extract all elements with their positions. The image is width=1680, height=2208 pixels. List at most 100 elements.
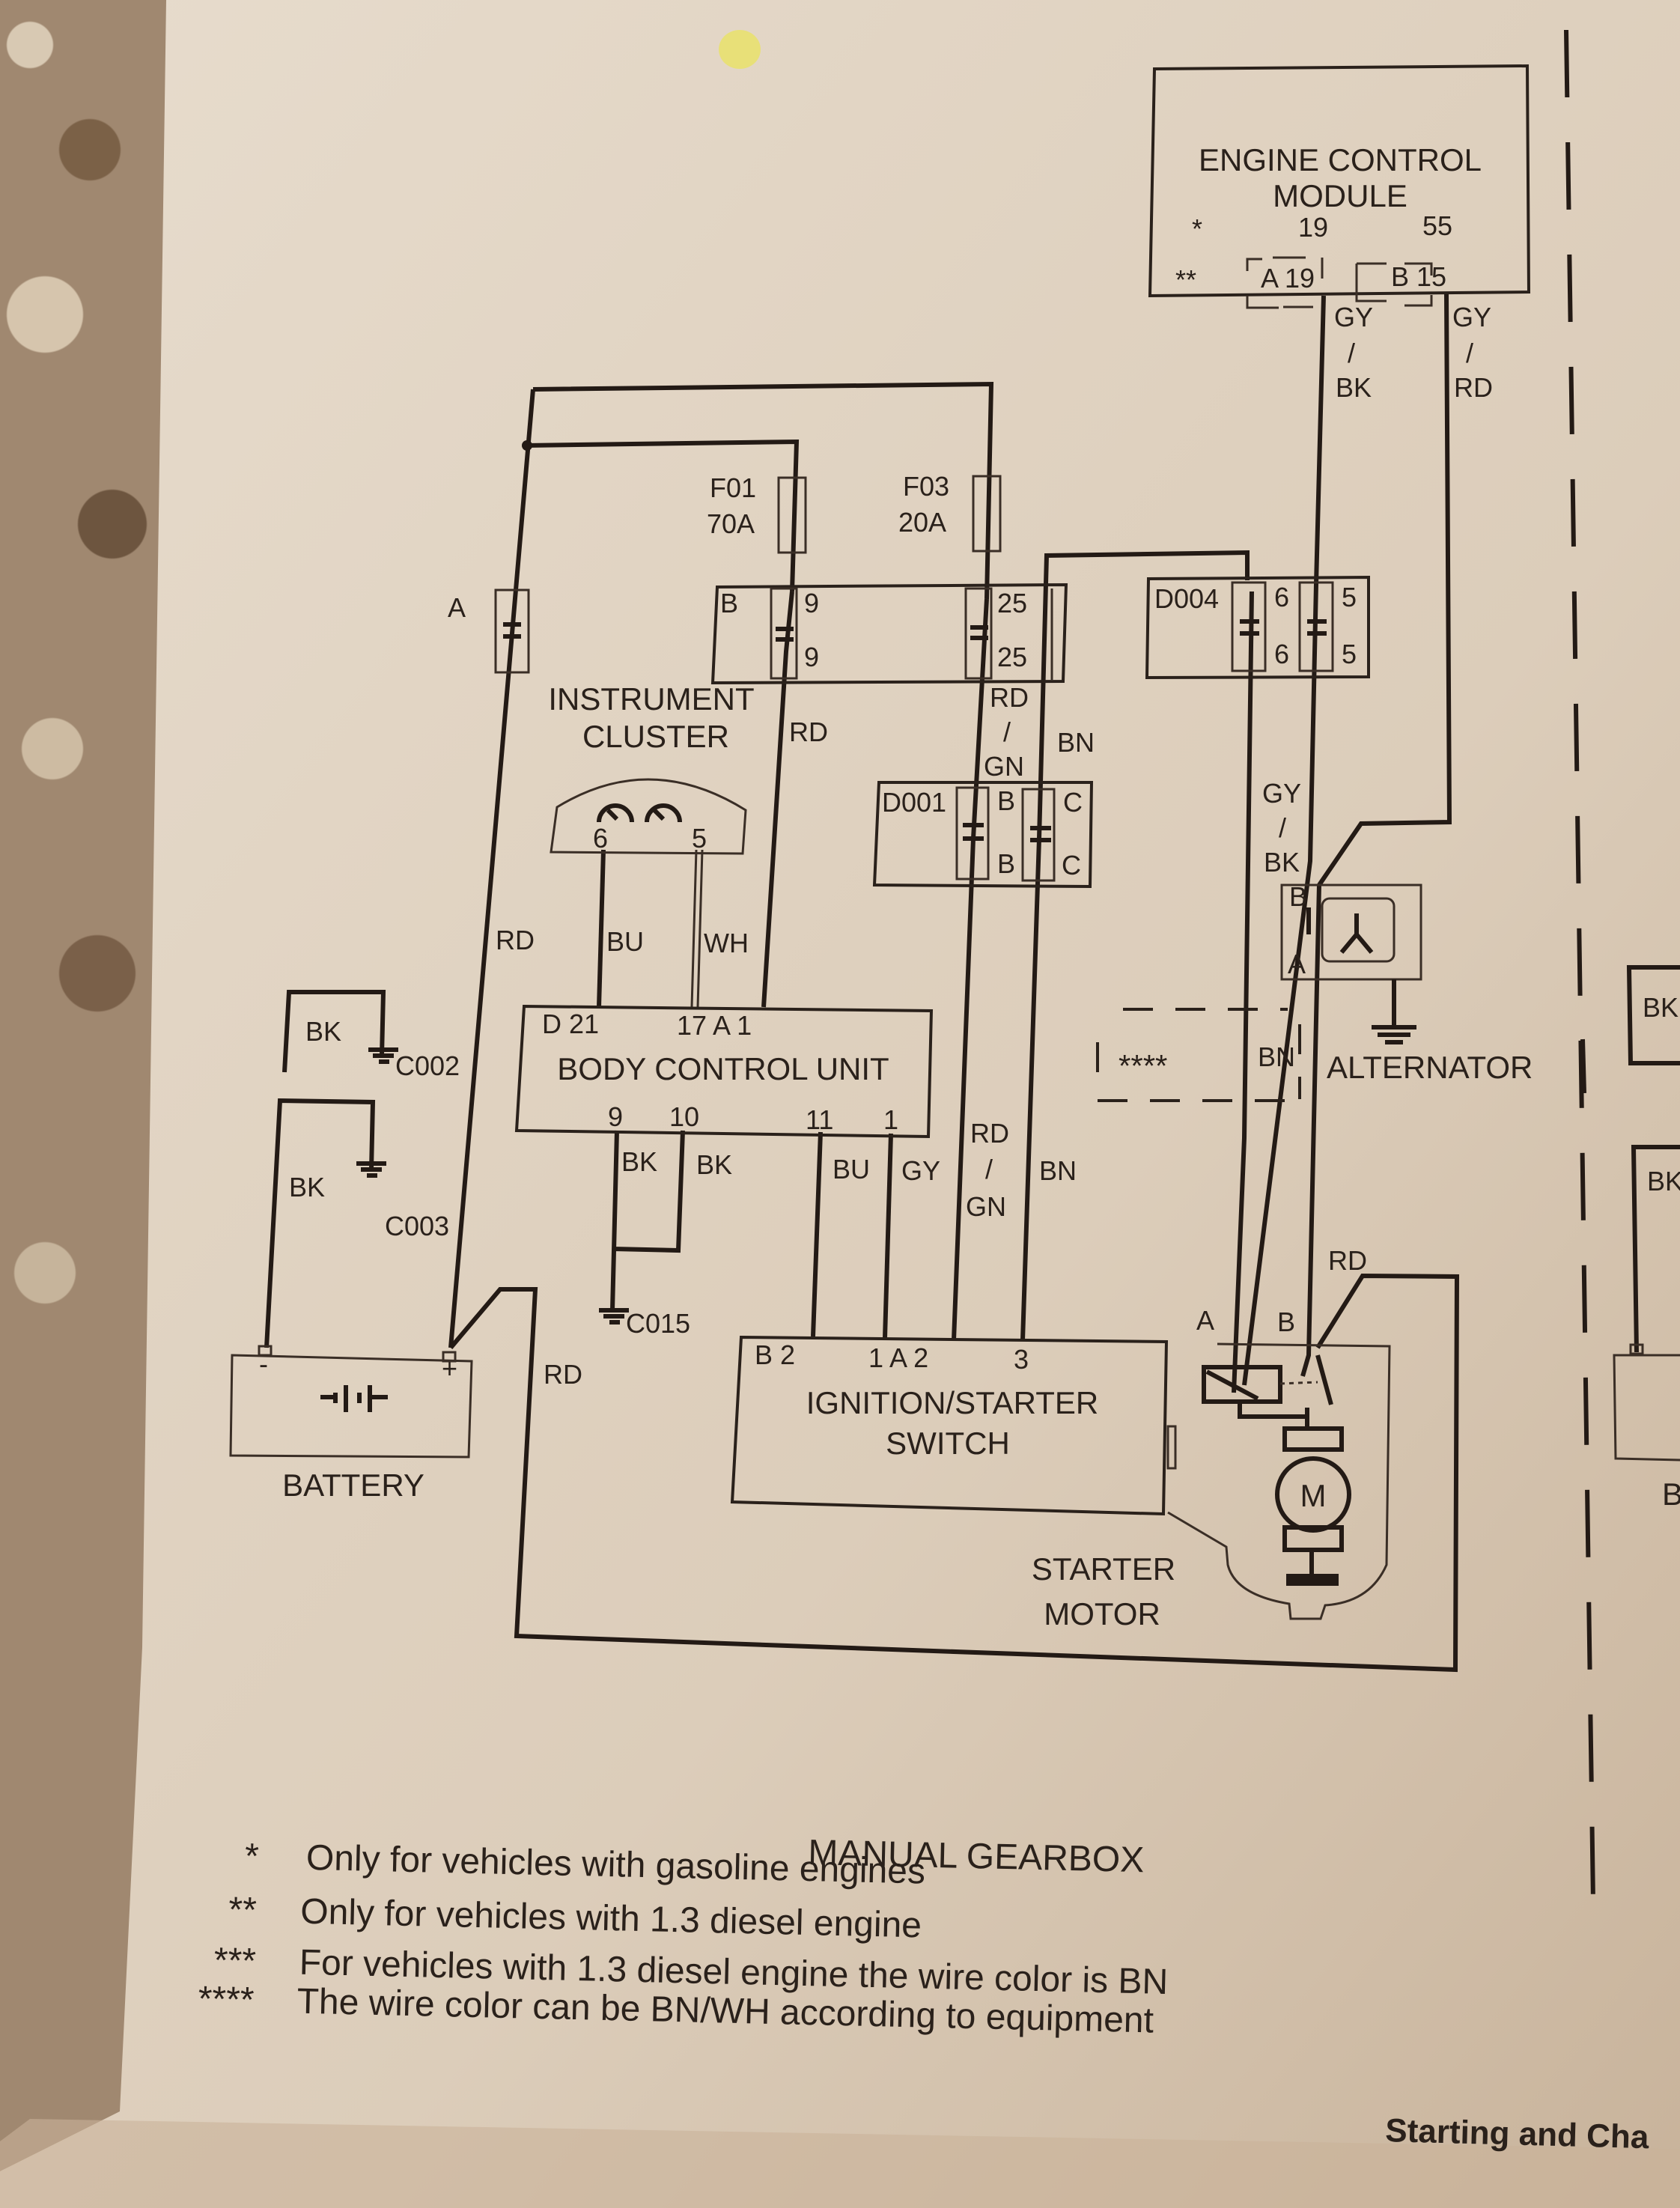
ecm-pin-gas-a: 19 — [1298, 212, 1328, 243]
optional-marker: **** — [1119, 1048, 1167, 1083]
fuse-f03-id: F03 — [903, 471, 949, 502]
connector-d001-label: D001 — [882, 787, 946, 818]
ecm-title-line1: ENGINE CONTROL — [1199, 142, 1482, 177]
wire-label-rd-main: RD — [496, 925, 535, 955]
wire-label-rdgn-upper-2: / — [1003, 717, 1011, 747]
wire-label-rd-f01: RD — [789, 717, 828, 747]
battery[interactable]: - + BATTERY — [229, 1345, 473, 1503]
wire-label-bu-11: BU — [833, 1154, 870, 1184]
ecm-star2: ** — [1175, 264, 1196, 295]
fuse-f03-rating: 20A — [898, 507, 946, 538]
ignition-starter-switch[interactable]: B 2 1 A 2 3 IGNITION/STARTER SWITCH — [730, 1335, 1169, 1516]
connector-d001-pin-c-bottom: C — [1062, 850, 1081, 881]
ground-c002: C002 — [368, 1047, 460, 1081]
gearbox-label: MANUAL GEARBOX — [808, 1833, 1145, 1880]
connector-d004-pin-5-bottom: 5 — [1342, 639, 1357, 669]
instrument-cluster-title-2: CLUSTER — [582, 719, 729, 754]
wire-label-rdgn-lower-3: GN — [966, 1191, 1006, 1222]
note-3-marker: *** — [213, 1941, 256, 1981]
wire-label-rdgn-lower-1: RD — [970, 1118, 1009, 1149]
bcu-pin-9: 9 — [608, 1101, 623, 1132]
wire-label-gy-1: GY — [901, 1155, 940, 1186]
connector-a-label: A — [448, 592, 466, 623]
ground-c003: C003 — [356, 1161, 449, 1241]
right-page-bk1: BK — [1643, 992, 1679, 1023]
connector-b-pin-9-bottom: 9 — [804, 642, 819, 672]
ground-c003-label: C003 — [385, 1211, 449, 1241]
ecm-wire-a-color-2: / — [1348, 338, 1355, 368]
bcu-pin-11: 11 — [806, 1104, 833, 1135]
wire-label-wh: WH — [704, 928, 749, 958]
battery-symbol-icon — [320, 1385, 388, 1412]
right-page-b: B — [1662, 1476, 1680, 1512]
connector-d001-pin-b-top: B — [997, 785, 1015, 816]
alternator[interactable]: B A ALTERNATOR — [1280, 881, 1586, 1094]
bcu-pin-17a1: 17 A 1 — [677, 1010, 752, 1041]
ecm-wire-b-color-3: RD — [1454, 372, 1493, 403]
ecm-pin-gas-b: 55 — [1422, 210, 1452, 241]
ignition-title-2: SWITCH — [886, 1426, 1010, 1461]
wire-labels: RD RD BU WH BK BK BK BK BU GY RD / GN RD… — [289, 682, 1367, 1390]
fuse-f03[interactable]: F03 20A — [898, 471, 1002, 553]
ecm-pin-diesel-b: B 15 — [1391, 261, 1446, 292]
ground-c015: C015 — [599, 1308, 690, 1339]
bcu-pin-1: 1 — [883, 1104, 898, 1135]
connector-a[interactable]: A — [448, 589, 530, 674]
ecm-wire-a-color-1: GY — [1334, 302, 1373, 332]
fuse-f01[interactable]: F01 70A — [707, 472, 807, 554]
fuse-f01-rating: 70A — [707, 508, 755, 539]
wire-label-rdgn-upper-3: GN — [984, 751, 1024, 782]
starter-pin-a: A — [1196, 1305, 1214, 1336]
ground-c002-label: C002 — [395, 1050, 460, 1081]
wire-label-bk-10: BK — [696, 1149, 732, 1180]
ground-c015-label: C015 — [626, 1308, 690, 1339]
wire-label-gybk-alt-2: / — [1279, 812, 1286, 843]
connector-d001[interactable]: D001 B B C C — [872, 781, 1094, 889]
wire-label-bn-upper: BN — [1057, 727, 1095, 758]
bcu-pin-10: 10 — [669, 1101, 699, 1132]
starter-motor-symbol: M — [1300, 1478, 1327, 1513]
ecm-title-line2: MODULE — [1273, 178, 1407, 213]
instrument-cluster[interactable]: INSTRUMENT CLUSTER 6 5 — [548, 681, 755, 855]
connector-d004-pin-6-bottom: 6 — [1274, 639, 1289, 669]
ecm-pin-diesel-a: A 19 — [1261, 263, 1315, 294]
wire-label-rd-starter: RD — [1328, 1245, 1367, 1276]
connector-d001-pin-b-bottom: B — [997, 848, 1015, 879]
starter-title-1: STARTER — [1032, 1551, 1175, 1587]
connector-d004-pin-5-top: 5 — [1342, 582, 1357, 612]
bcu-title: BODY CONTROL UNIT — [557, 1051, 889, 1086]
note-1-marker: * — [244, 1837, 259, 1876]
connector-b-pin-25-bottom: 25 — [997, 642, 1027, 672]
instrument-cluster-title-1: INSTRUMENT — [548, 681, 754, 717]
note-2-marker: ** — [228, 1890, 258, 1930]
wire-label-rdgn-upper-1: RD — [990, 682, 1029, 713]
starter-motor[interactable]: M A B STARTER MOTOR — [1032, 1305, 1391, 1631]
connector-d004[interactable]: D004 6 6 5 5 — [1145, 575, 1370, 680]
wire-label-gybk-alt-3: BK — [1264, 847, 1300, 878]
note-4-marker: **** — [198, 1980, 255, 2021]
lower-page-shadow — [0, 2119, 1680, 2208]
ignition-pin-b2: B 2 — [755, 1339, 795, 1370]
cluster-pin-5: 5 — [692, 823, 707, 854]
battery-pos-terminal: + — [442, 1353, 457, 1384]
body-control-unit[interactable]: D 21 17 A 1 BODY CONTROL UNIT 9 10 11 1 — [514, 1004, 934, 1139]
battery-neg-terminal: - — [259, 1348, 268, 1379]
connector-d004-label: D004 — [1154, 583, 1219, 614]
ignition-pin-3: 3 — [1014, 1344, 1029, 1375]
connector-b[interactable]: B 9 9 25 25 — [710, 583, 1068, 685]
ecm-star1: * — [1192, 213, 1202, 244]
ignition-title-1: IGNITION/STARTER — [806, 1385, 1098, 1420]
wire-label-bk-9: BK — [621, 1146, 657, 1177]
ecm-wire-a-color-3: BK — [1336, 372, 1372, 403]
connector-b-label: B — [720, 588, 738, 618]
ecm-module[interactable]: ENGINE CONTROL MODULE * 19 55 ** A 19 B … — [1148, 64, 1531, 309]
wire-label-bu: BU — [606, 926, 644, 957]
bcu-pin-d21: D 21 — [542, 1009, 599, 1039]
alternator-title: ALTERNATOR — [1327, 1050, 1533, 1085]
ecm-wire-b-color-2: / — [1466, 338, 1473, 368]
right-page-fragment: BK BK B — [1613, 965, 1680, 1512]
connector-d001-pin-c-top: C — [1063, 787, 1083, 818]
ecm-wire-b-color-1: GY — [1452, 302, 1491, 332]
